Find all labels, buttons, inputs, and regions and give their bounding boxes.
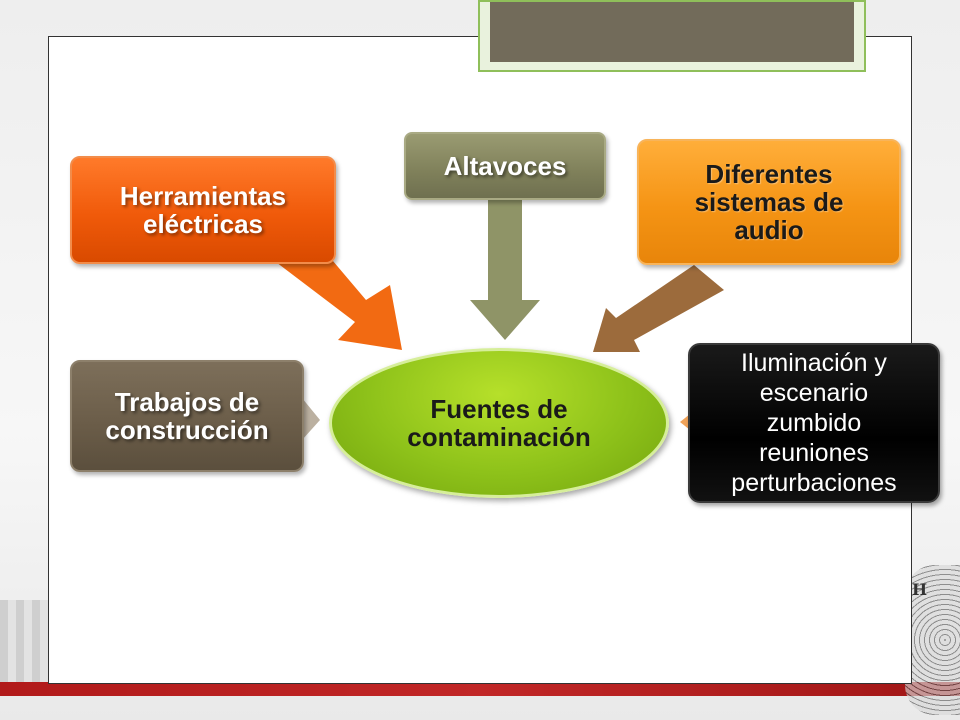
node-iluminacion-y-escenario: Iluminación y escenario zumbido reunione…: [688, 343, 940, 503]
node-altavoces: Altavoces: [404, 132, 606, 200]
node-trabajos-de-construccion: Trabajos de construcción: [70, 360, 304, 472]
node-diferentes-sistemas-de-audio: Diferentes sistemas de audio: [637, 139, 901, 265]
university-seal-watermark: [905, 565, 960, 715]
arrow-trabajos: [302, 398, 320, 440]
seal-lettering: H: [912, 580, 928, 599]
accent-band: [0, 682, 960, 696]
node-fuentes-de-contaminacion: Fuentes de contaminación: [329, 348, 669, 498]
title-placeholder-box: [478, 0, 866, 72]
arrow-iluminacion: [680, 414, 690, 430]
arrow-altavoces: [470, 200, 540, 340]
arrow-diferentes: [593, 265, 724, 352]
title-placeholder-fill: [490, 2, 854, 62]
node-herramientas-electricas: Herramientas eléctricas: [70, 156, 336, 264]
